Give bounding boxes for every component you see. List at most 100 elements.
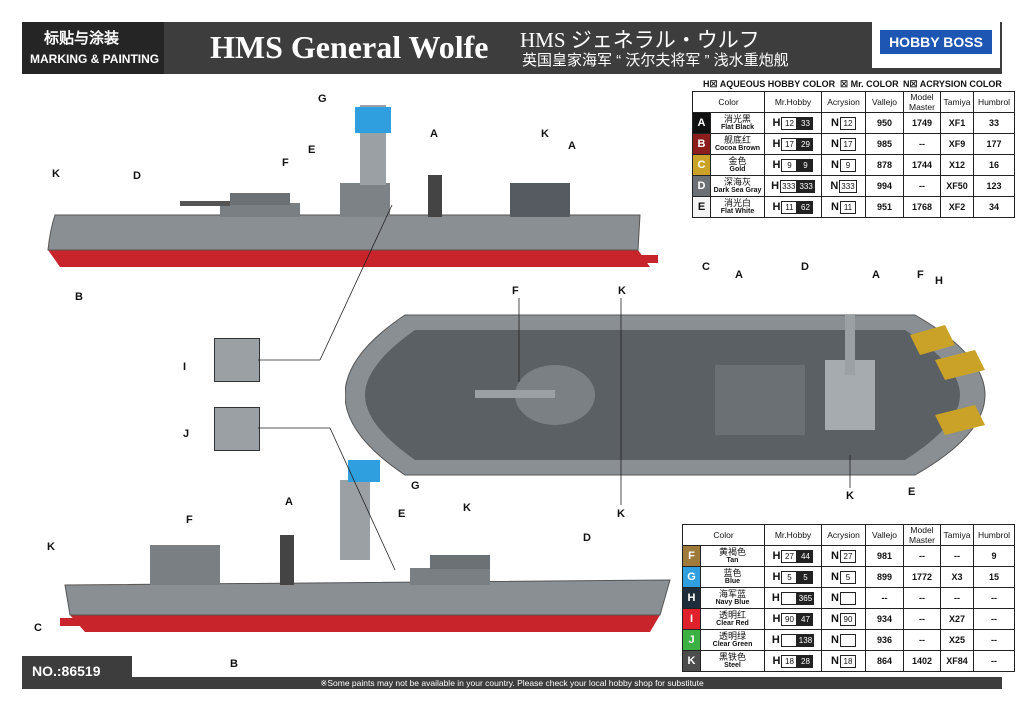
- gun-turret: [430, 555, 490, 569]
- callout-k: K: [618, 285, 626, 297]
- n-code: 333: [839, 179, 857, 193]
- n-prefix: N: [831, 138, 839, 150]
- color-name-en: Gold: [729, 165, 746, 173]
- n-prefix: N: [831, 634, 839, 646]
- callout-k: K: [617, 508, 625, 520]
- color-name-cn: 黑铁色: [718, 651, 746, 662]
- boat-3: [935, 405, 985, 435]
- after-structure: [150, 545, 220, 585]
- callout-k: K: [52, 168, 60, 180]
- gun-turret: [230, 193, 290, 205]
- color-letter: A: [692, 112, 711, 134]
- callout-b: B: [75, 291, 83, 303]
- callout-d: D: [801, 261, 809, 273]
- h-code: 12: [781, 116, 798, 130]
- callout-g: G: [318, 93, 327, 105]
- color-letter: D: [692, 175, 711, 197]
- callout-f: F: [186, 514, 193, 526]
- n-code: 18: [839, 654, 856, 668]
- callout-g: G: [411, 480, 420, 492]
- color-name-en: Dark Sea Gray: [713, 186, 762, 194]
- stern-part: [638, 255, 658, 263]
- header-label-block: 标贴与涂装 MARKING & PAINTING: [22, 22, 164, 74]
- c-code: 5: [797, 570, 814, 584]
- n-prefix: N: [831, 201, 839, 213]
- mast-top-checker: [348, 460, 380, 482]
- color-name-cn: 海军蓝: [718, 588, 746, 599]
- footer-note: ※Some paints may not be available in you…: [22, 677, 1002, 689]
- callout-a: A: [872, 269, 880, 281]
- after-gun-barrel: [845, 315, 855, 375]
- deck-lockers: [715, 365, 805, 435]
- label-cn: 标贴与涂装: [44, 30, 120, 47]
- n-code: 17: [839, 137, 856, 151]
- ship-profile-bottom: [60, 460, 671, 632]
- gun-barrel: [180, 201, 230, 206]
- h-code: 333: [780, 179, 798, 193]
- color-name-cn: 黄褐色: [718, 546, 746, 557]
- h-prefix: H: [772, 201, 781, 213]
- callout-f: F: [512, 285, 519, 297]
- color-letter: E: [692, 196, 711, 218]
- hull-bottom-red: [48, 250, 650, 267]
- callout-h: H: [935, 275, 943, 287]
- h-prefix: H: [771, 634, 780, 646]
- color-letter: B: [692, 133, 711, 155]
- n-code: 90: [839, 612, 856, 626]
- n-prefix: N: [831, 117, 839, 129]
- c-code: 333: [797, 179, 815, 193]
- after-structure: [510, 183, 570, 217]
- c-code: 28: [797, 654, 814, 668]
- h-code: 18: [781, 654, 798, 668]
- callout-k: K: [846, 490, 854, 502]
- legend-mrcolor: ☒ Mr. COLOR: [840, 79, 899, 89]
- h-prefix: H: [771, 592, 780, 604]
- n-prefix: N: [831, 592, 839, 604]
- h-prefix: H: [772, 550, 781, 562]
- callout-a: A: [735, 269, 743, 281]
- callout-d: D: [583, 532, 591, 544]
- page-title: HMS General Wolfe: [210, 29, 489, 65]
- value-mm: 1768: [903, 196, 941, 218]
- n-code: 5: [839, 570, 856, 584]
- n-prefix: N: [831, 655, 839, 667]
- n-code: 27: [839, 549, 856, 563]
- h-code: [780, 591, 797, 605]
- n-code: [839, 591, 856, 605]
- c-code: 33: [797, 116, 814, 130]
- n-code: [839, 633, 856, 647]
- callout-a: A: [285, 496, 293, 508]
- callout-c: C: [34, 622, 42, 634]
- legend-aqueous: H☒ AQUEOUS HOBBY COLOR: [703, 79, 836, 89]
- callout-k: K: [47, 541, 55, 553]
- mast-top-checker: [355, 107, 391, 133]
- c-code: 365: [796, 591, 815, 605]
- c-code: 62: [797, 200, 814, 214]
- callout-a: A: [430, 128, 438, 140]
- h-code: [780, 633, 797, 647]
- h-prefix: H: [772, 117, 781, 129]
- funnel: [428, 175, 442, 217]
- h-code: 11: [781, 200, 798, 214]
- bridge-block: [340, 183, 390, 217]
- h-prefix: H: [772, 613, 781, 625]
- color-name-cn: 消光黑: [723, 113, 751, 124]
- h-code: 27: [781, 549, 798, 563]
- color-name-en: Navy Blue: [715, 598, 750, 606]
- gun-housing: [220, 203, 300, 217]
- n-code: 11: [839, 200, 856, 214]
